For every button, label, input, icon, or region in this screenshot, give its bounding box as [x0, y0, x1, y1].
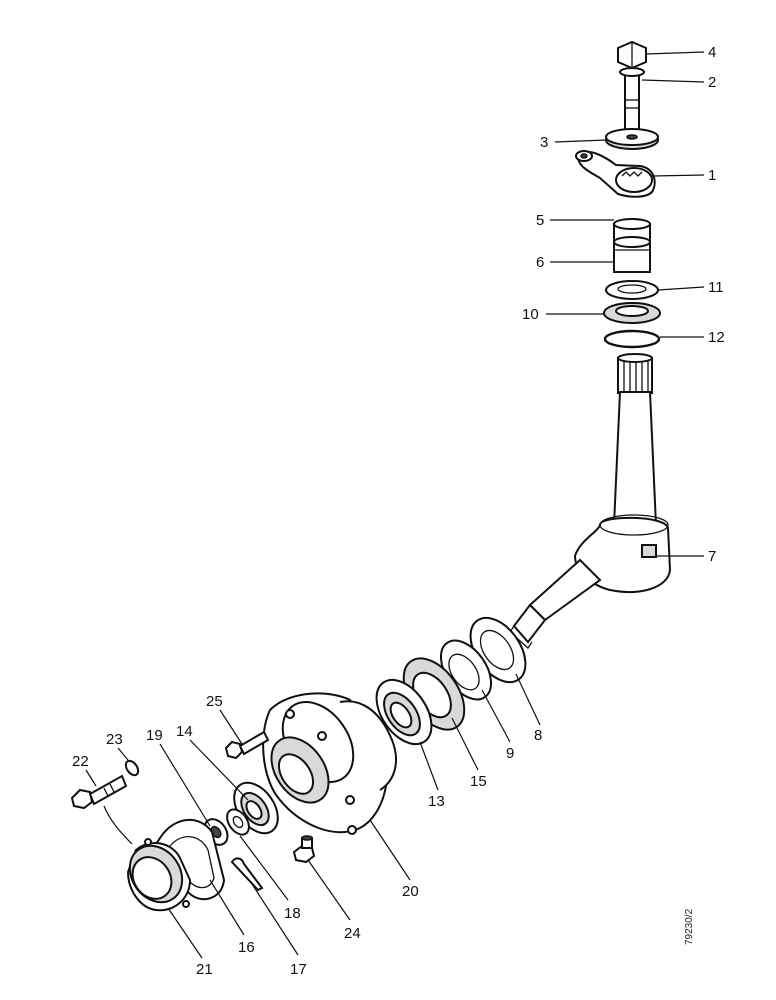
callout-19: 19 [146, 727, 163, 744]
callout-4: 4 [708, 44, 716, 61]
callout-2: 2 [708, 74, 716, 91]
callouts: 4 2 3 1 5 6 11 10 12 7 8 9 15 13 20 25 1… [72, 44, 725, 978]
part-23-washer [124, 759, 140, 777]
callout-5: 5 [536, 212, 544, 229]
part-21-hub-cap [126, 838, 192, 912]
callout-13: 13 [428, 793, 445, 810]
leader-lines [85, 51, 705, 959]
assembly-line-22 [103, 805, 133, 845]
part-17-split-pin [230, 857, 264, 892]
callout-21: 21 [196, 961, 213, 978]
callout-20: 20 [402, 883, 419, 900]
callout-7: 7 [708, 548, 716, 565]
part-4-bolt [617, 40, 647, 131]
callout-18: 18 [284, 905, 301, 922]
callout-3: 3 [540, 134, 548, 151]
callout-11: 11 [708, 279, 724, 296]
part-1-steering-arm [575, 150, 656, 198]
part-13-bearing [375, 678, 433, 746]
callout-17: 17 [290, 961, 307, 978]
callout-14: 14 [176, 723, 193, 740]
callout-10: 10 [522, 306, 539, 323]
callout-22: 22 [72, 753, 89, 770]
callout-24: 24 [344, 925, 361, 942]
callout-12: 12 [708, 329, 725, 346]
callout-9: 9 [506, 745, 514, 762]
part-3-cap-washer [605, 128, 659, 150]
part-20-hub [262, 692, 397, 835]
callout-8: 8 [534, 727, 542, 744]
part-11-washer [605, 280, 659, 300]
part-25-bolt [224, 730, 270, 760]
part-12-o-ring [603, 329, 661, 349]
part-18-washer [226, 808, 250, 836]
callout-6: 6 [536, 254, 544, 271]
callout-23: 23 [106, 731, 123, 748]
part-7-stub-axle [509, 353, 672, 649]
callout-25: 25 [206, 693, 223, 710]
part-10-thrust-bearing [603, 302, 661, 324]
part-6-bush [613, 236, 651, 273]
part-22-bolt [70, 774, 128, 810]
reference-code: 79230/2 [684, 908, 695, 945]
part-2-washer [619, 67, 645, 77]
callout-1: 1 [708, 167, 716, 184]
callout-15: 15 [470, 773, 487, 790]
part-24-grease-nipple [292, 835, 316, 864]
callout-16: 16 [238, 939, 255, 956]
